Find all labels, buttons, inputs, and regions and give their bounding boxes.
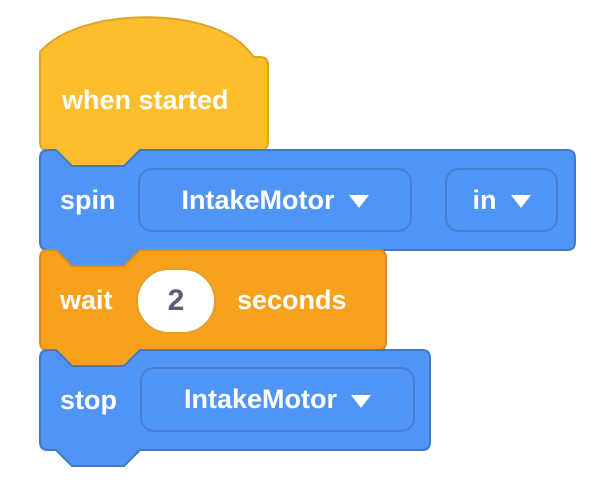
spin-direction-dropdown-value: in [472,184,497,215]
chevron-down-icon [510,195,531,208]
chevron-down-icon [348,195,369,208]
spin-direction-dropdown[interactable]: in [445,168,558,232]
stop-block[interactable] [39,349,431,467]
wait-seconds-value: 2 [167,284,185,317]
stop-motor-dropdown[interactable]: IntakeMotor [140,367,415,432]
wait-seconds-input[interactable]: 2 [136,268,216,334]
stop-motor-dropdown-value: IntakeMotor [183,384,337,414]
spin-motor-dropdown[interactable]: IntakeMotor [138,168,412,232]
spin-motor-dropdown-value: IntakeMotor [181,184,335,215]
when-started-hat-block[interactable] [39,16,269,167]
chevron-down-icon [351,394,371,408]
